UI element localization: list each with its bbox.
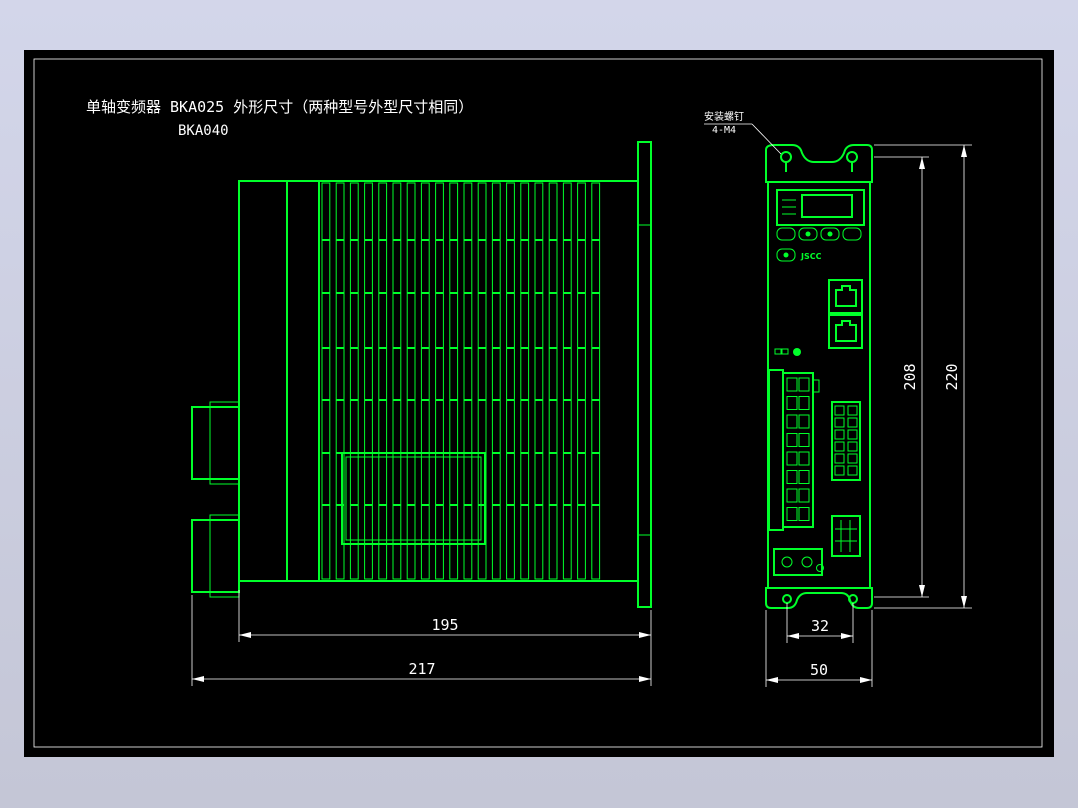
heatsink-fin [420,182,430,580]
drawing-sheet: 单轴变频器 BKA025 外形尺寸（两种型号外型尺寸相同） BKA040 195 [24,50,1054,757]
heatsink-fin [463,182,473,580]
terminal-pin [834,465,845,476]
terminal-pin [798,507,810,521]
heatsink-fin [349,182,359,580]
rj45-ports [828,279,863,349]
left-terminal-block [768,369,820,531]
top-mount-slots [780,151,858,172]
title-line-2: BKA040 [178,123,229,139]
heatsink-fin [477,182,487,580]
ground-icon [816,564,824,572]
terminal-pin [847,405,858,416]
dim-208-label: 208 [901,363,919,390]
terminal-pin [798,377,810,392]
terminal-pin [786,488,798,503]
dim-50: 50 [765,610,873,687]
terminal-pin [847,441,858,452]
display-screen [801,194,853,218]
bottom-mount-slots [782,594,858,604]
heatsink-fin [562,182,572,580]
dim-195-label: 195 [431,616,458,634]
terminal-pin [834,405,845,416]
dim-217-label: 217 [408,660,435,678]
dim-220: 220 [874,144,972,609]
heatsink-fin [506,182,515,580]
terminal-pin [798,488,810,503]
display-panel [776,189,865,226]
terminal-pin [847,453,858,464]
heatsink-fin [364,182,373,580]
terminal-pin [834,429,845,440]
right-terminal-block [831,401,861,481]
heatsink-fin [321,182,331,580]
heatsink-fin [406,182,416,580]
terminal-pin [786,451,798,466]
front-view: JSCC [765,144,873,609]
terminal-pin [786,396,798,410]
dim-32-label: 32 [811,617,829,635]
heatsink-fins [321,182,601,580]
dim-220-label: 220 [943,363,961,390]
terminal-pin [798,396,810,410]
terminal-pin [798,433,810,447]
terminal-pin [798,451,810,466]
dim-217: 217 [191,595,652,686]
dim-50-label: 50 [810,661,828,679]
status-indicator [774,348,801,356]
side-window [341,452,486,545]
annotation-line-1: 安装螺钉 [704,110,744,123]
side-view [191,141,652,608]
terminal-pin [847,429,858,440]
title-line-1: 单轴变频器 BKA025 外形尺寸（两种型号外型尺寸相同） [86,98,473,116]
power-terminal [773,548,824,576]
heatsink-fin [392,182,402,580]
front-housing [765,144,873,609]
terminal-pin [786,507,798,521]
dim-195: 195 [238,590,652,642]
heatsink-fin [435,182,444,580]
terminal-pin [834,453,845,464]
heatsink-fin [534,182,544,580]
heatsink-fin [577,182,586,580]
terminal-pin [786,414,798,429]
small-connector [831,515,861,557]
heatsink-fin [520,182,530,580]
heatsink-fin [591,182,601,580]
keypad: JSCC [776,227,862,262]
mounting-annotation: 安装螺钉 4-M4 [704,110,782,155]
heatsink-fin [378,182,388,580]
border-frame [33,58,1043,748]
dim-208: 208 [874,156,929,598]
side-connectors [191,401,240,598]
terminal-pin [798,470,810,484]
terminal-pin [847,417,858,428]
terminal-pin [834,441,845,452]
heatsink-fin [491,182,501,580]
terminal-pin [847,465,858,476]
mounting-flange [637,141,652,608]
dim-32: 32 [786,603,854,643]
heatsink-fin [335,182,345,580]
terminal-pin [786,377,798,392]
terminal-pin [834,417,845,428]
terminal-pin [786,433,798,447]
brand-logo: JSCC [800,252,822,261]
terminal-pin [798,414,810,429]
heatsink-fin [449,182,459,580]
annotation-line-2: 4-M4 [712,125,736,136]
cad-drawing: 单轴变频器 BKA025 外形尺寸（两种型号外型尺寸相同） BKA040 195 [33,58,1043,748]
terminal-pin [786,470,798,484]
heatsink-fin [548,182,558,580]
